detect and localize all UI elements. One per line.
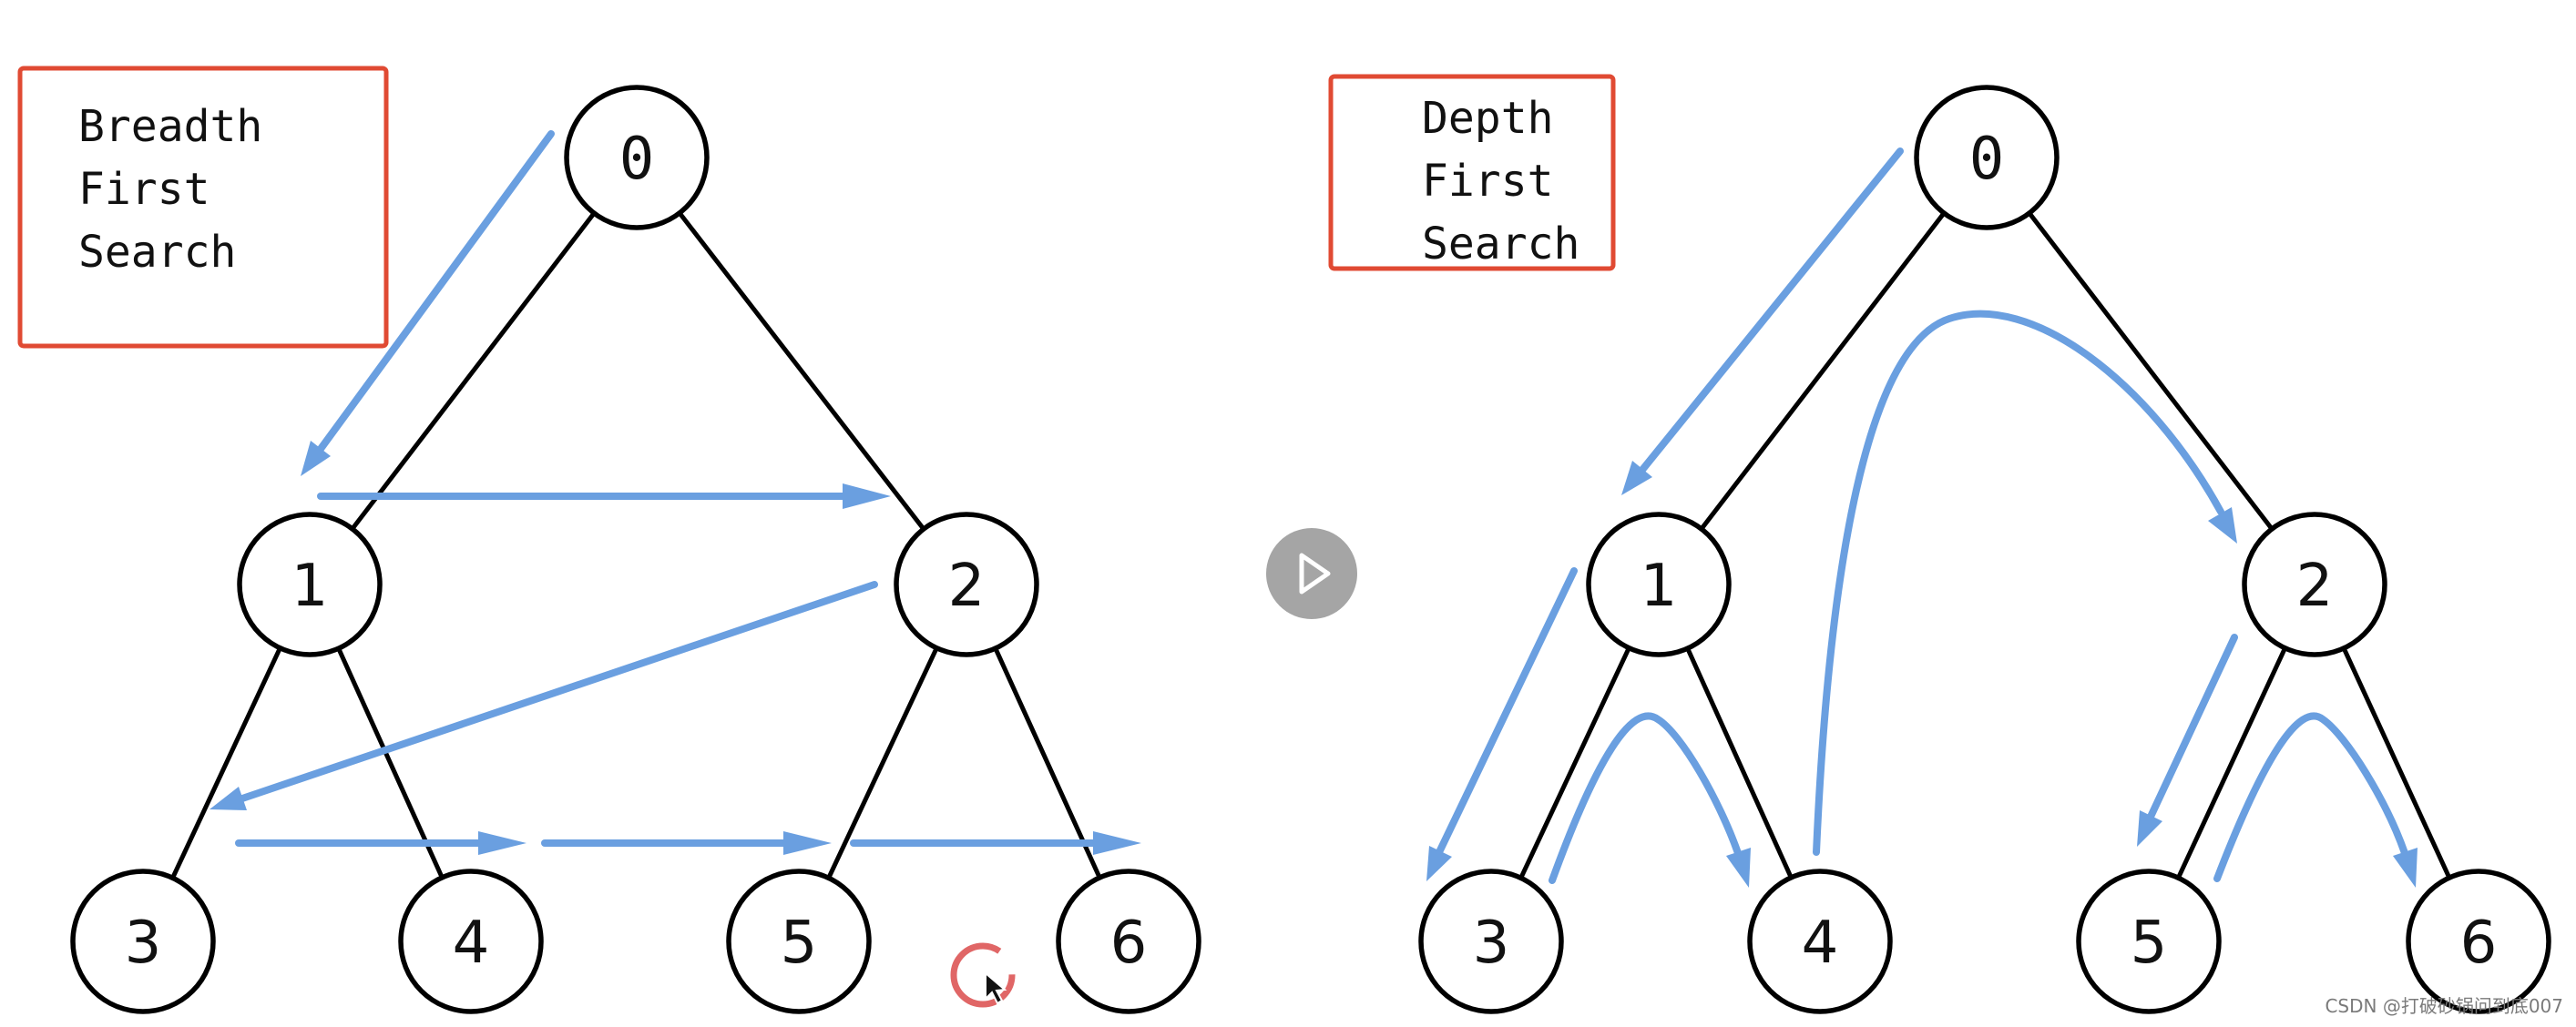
dfs-node-2: 2 xyxy=(2242,512,2387,657)
dfs-node-1: 1 xyxy=(1586,512,1732,657)
bfs-node-2-label: 2 xyxy=(948,553,986,620)
bfs-node-1: 1 xyxy=(237,512,383,657)
bfs-legend-line-2: First xyxy=(78,164,210,215)
bfs-panel: Breadth First Search xyxy=(17,66,1201,1014)
bfs-node-3: 3 xyxy=(70,869,216,1014)
play-icon xyxy=(1299,553,1331,595)
bfs-node-5-label: 5 xyxy=(781,910,818,977)
dfs-arrow-3-to-4-head xyxy=(1726,848,1751,888)
bfs-arrow-to-1-head xyxy=(301,441,331,476)
dfs-edge-0-2 xyxy=(1984,155,2317,587)
bfs-legend-line-3: Search xyxy=(78,227,236,278)
dfs-node-2-label: 2 xyxy=(2296,553,2334,620)
dfs-arrow-0-to-1 xyxy=(1639,147,1904,473)
dfs-arrow-0-to-1-head xyxy=(1621,461,1652,495)
dfs-node-6: 6 xyxy=(2406,869,2551,1014)
dfs-legend-line-1: Depth xyxy=(1422,93,1554,144)
bfs-nodes: 0 1 2 3 4 5 6 xyxy=(70,85,1201,1014)
dfs-arrow-5-to-6 xyxy=(2213,712,2408,882)
dfs-arrow-1-to-3 xyxy=(1436,567,1578,856)
bfs-edge-0-2 xyxy=(634,155,969,587)
bfs-node-2: 2 xyxy=(894,512,1039,657)
dfs-legend-box xyxy=(1328,74,1616,271)
bfs-legend-line-1: Breadth xyxy=(78,101,262,152)
bfs-node-0: 0 xyxy=(564,85,710,230)
dfs-edge-0-1 xyxy=(1656,155,1989,587)
mouse-pointer-icon xyxy=(985,971,1007,1005)
dfs-arrow-1-to-3-head xyxy=(1426,846,1452,881)
bfs-node-6: 6 xyxy=(1056,869,1201,1014)
dfs-node-4: 4 xyxy=(1747,869,1893,1014)
dfs-node-1-label: 1 xyxy=(1641,553,1678,620)
bfs-edge-0-1 xyxy=(307,155,639,587)
dfs-node-0-label: 0 xyxy=(1969,126,2005,193)
bfs-arrow-to-1 xyxy=(317,130,555,452)
dfs-legend-line-2: First xyxy=(1422,156,1554,207)
bfs-arrow-2-to-3 xyxy=(239,581,878,802)
dfs-node-3-label: 3 xyxy=(1473,910,1510,977)
dfs-nodes: 0 1 2 3 4 5 6 xyxy=(1418,85,2551,1014)
dfs-legend: Depth First Search xyxy=(1328,74,1616,271)
bfs-arrow-5-to-6-head xyxy=(1093,831,1141,855)
dfs-node-3: 3 xyxy=(1418,869,1564,1014)
bfs-arrow-2-to-3-head xyxy=(210,787,247,810)
dfs-arrow-2-to-5-head xyxy=(2137,810,2162,847)
bfs-arrow-4-to-5-head xyxy=(783,831,832,855)
bfs-node-1-label: 1 xyxy=(291,553,329,620)
dfs-arrow-4-to-2 xyxy=(1813,310,2224,856)
dfs-legend-line-3: Search xyxy=(1422,219,1579,269)
bfs-node-5: 5 xyxy=(726,869,872,1014)
dfs-traversal-arrows xyxy=(1426,147,2418,888)
watermark: CSDN @打破砂锅问到底007 xyxy=(2325,995,2563,1017)
dfs-arrow-3-to-4 xyxy=(1549,712,1742,884)
dfs-arrow-5-to-6-head xyxy=(2393,848,2418,888)
dfs-node-5-label: 5 xyxy=(2131,910,2168,977)
bfs-arrow-3-to-4-head xyxy=(478,831,526,855)
bfs-node-0-label: 0 xyxy=(619,126,655,193)
bfs-node-6-label: 6 xyxy=(1110,910,1148,977)
bfs-node-4-label: 4 xyxy=(453,910,490,977)
play-button[interactable] xyxy=(1266,528,1357,619)
loading-cursor-icon xyxy=(950,942,1016,1008)
dfs-panel: Depth First Search xyxy=(1328,74,2551,1014)
dfs-node-5: 5 xyxy=(2076,869,2222,1014)
dfs-node-4-label: 4 xyxy=(1802,910,1839,977)
bfs-legend-box xyxy=(17,66,389,349)
bfs-node-3-label: 3 xyxy=(125,910,162,977)
dfs-node-0: 0 xyxy=(1914,85,2060,230)
bfs-legend: Breadth First Search xyxy=(17,66,389,349)
bfs-traversal-arrows xyxy=(210,130,1141,855)
bfs-node-4: 4 xyxy=(398,869,544,1014)
bfs-arrow-1-to-2-head xyxy=(843,483,891,509)
dfs-arrow-2-to-5 xyxy=(2147,634,2238,820)
dfs-arrow-4-to-2-head xyxy=(2208,507,2237,544)
dfs-node-6-label: 6 xyxy=(2460,910,2498,977)
